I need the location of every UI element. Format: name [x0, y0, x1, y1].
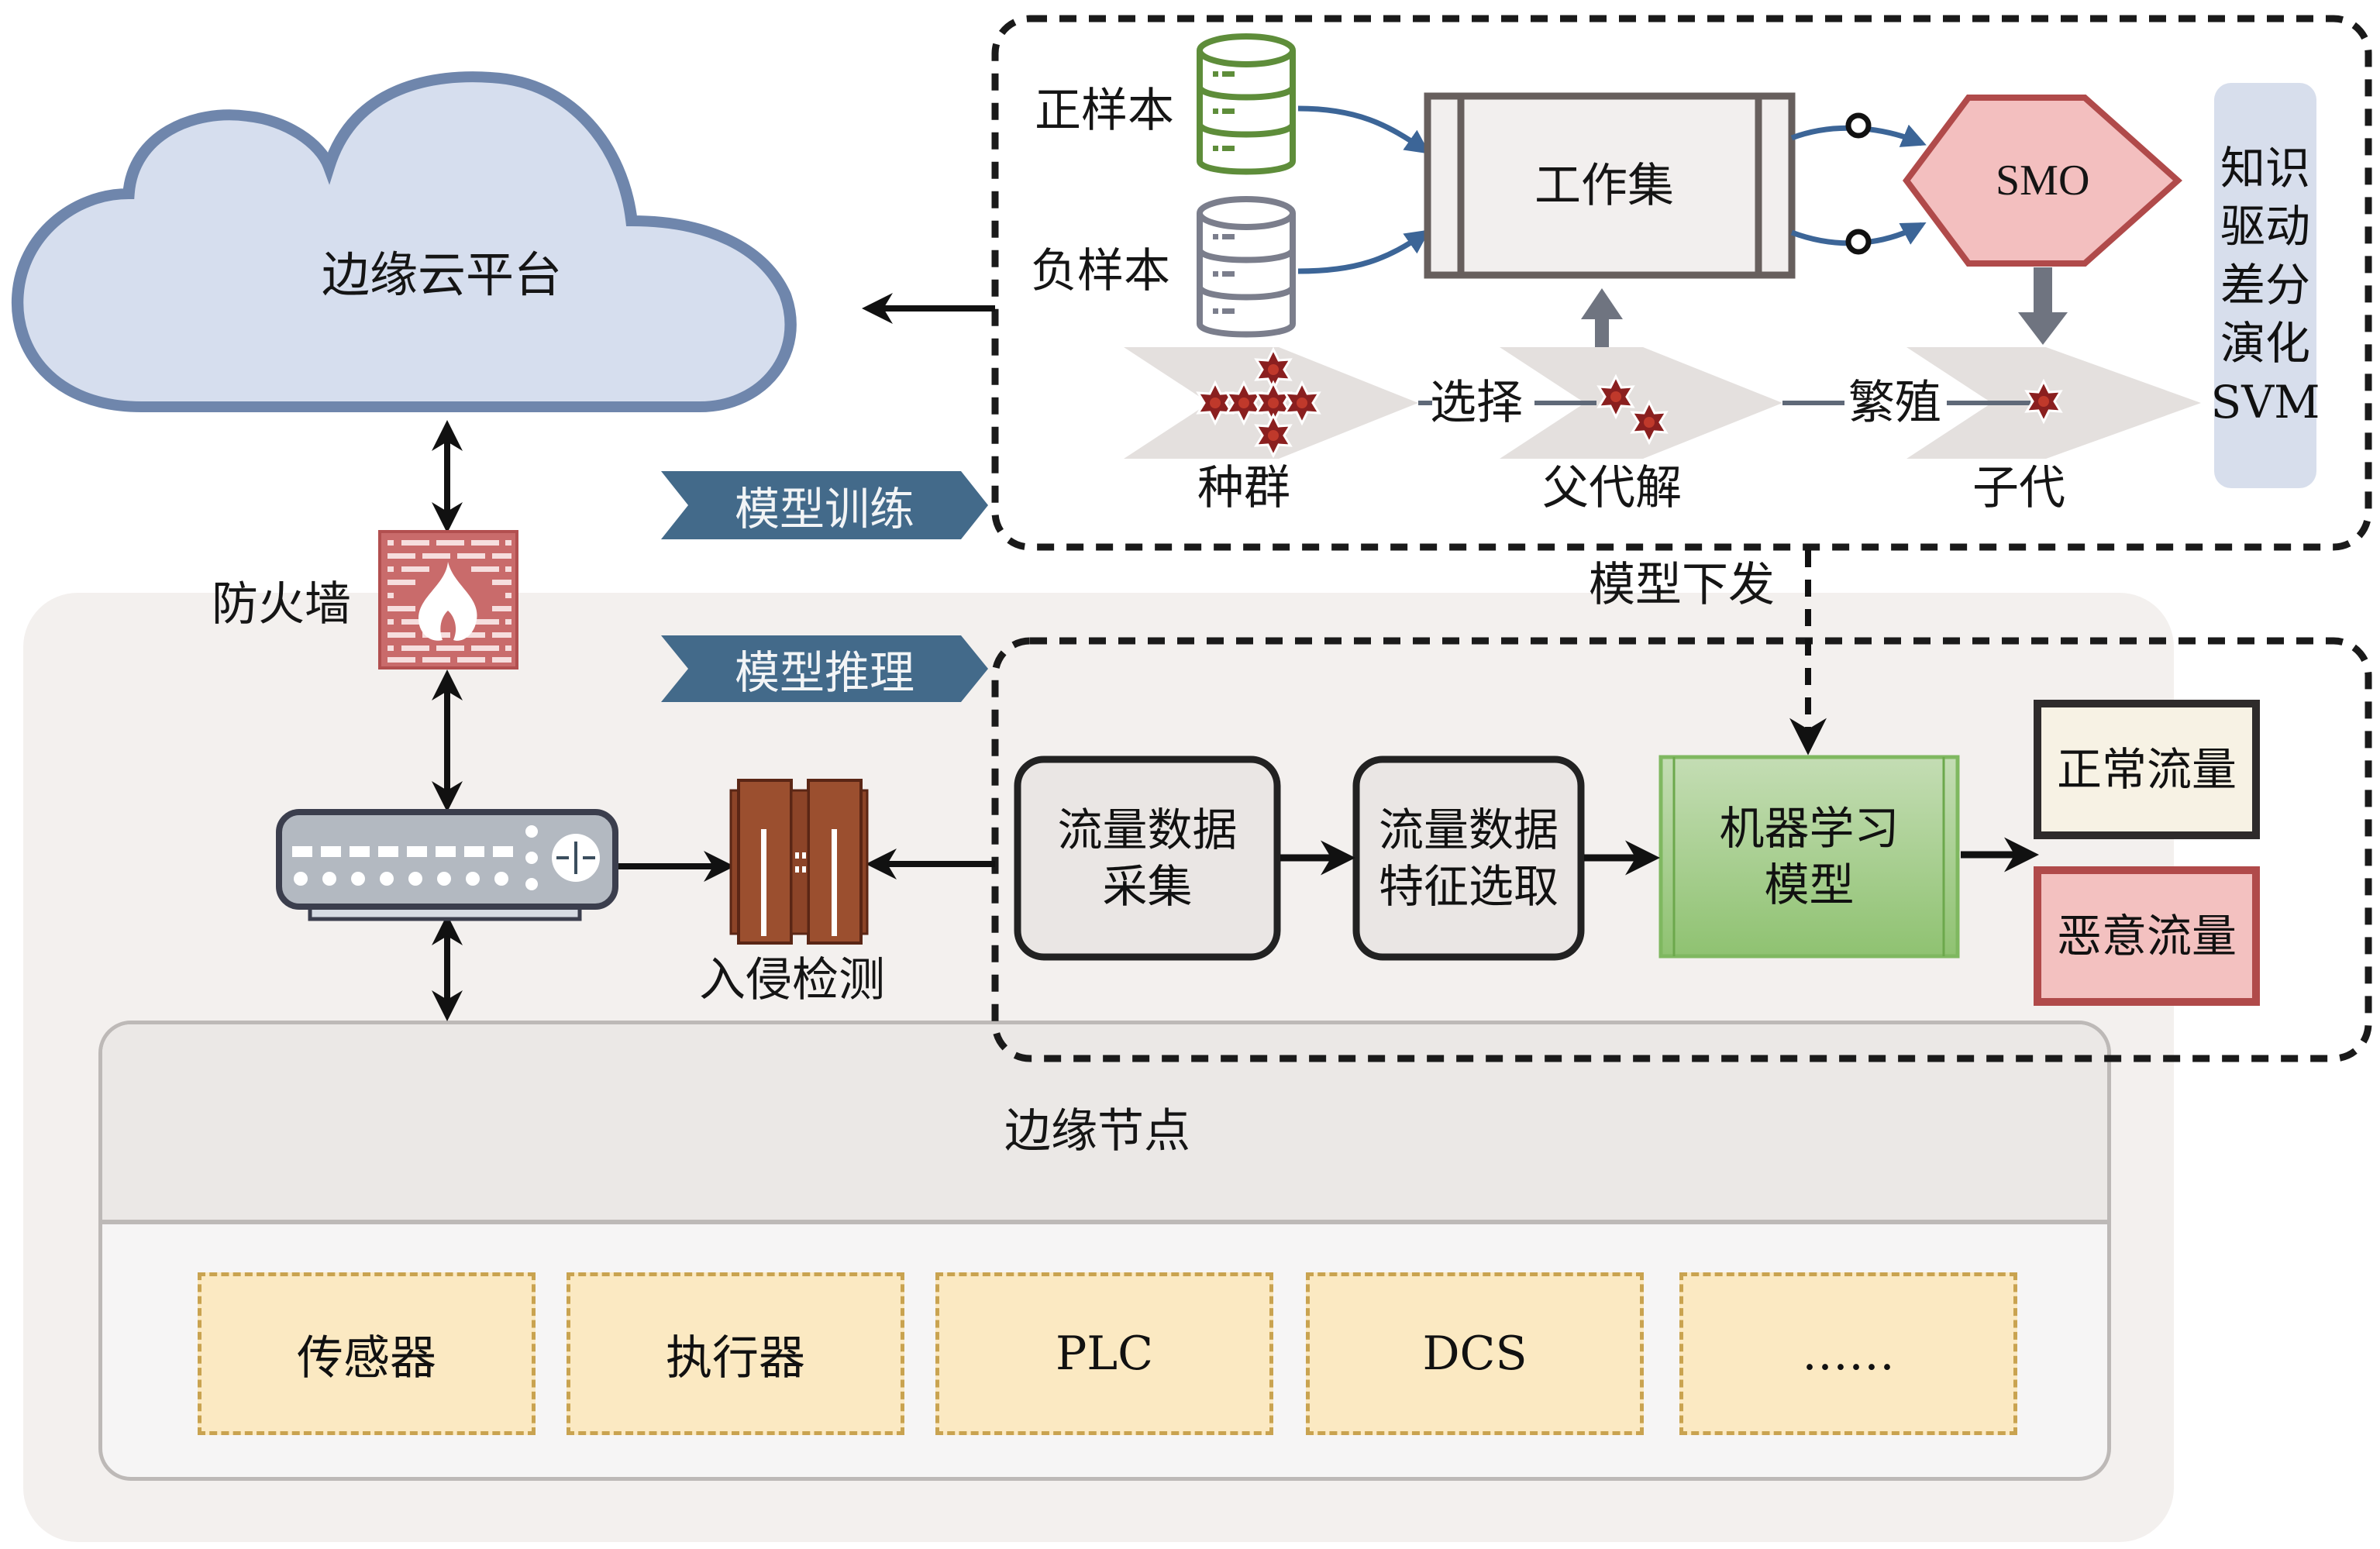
training-dashed-box [991, 15, 2372, 551]
device-label: DCS [1422, 1327, 1528, 1381]
device-label: …… [1802, 1327, 1895, 1381]
smo-to-offspring-arrow [2018, 267, 2068, 345]
box-line: 模型 [1764, 858, 1855, 911]
tag-model-inference[interactable]: 模型推理 [734, 646, 914, 699]
device-actuator[interactable]: 执行器 [567, 1272, 904, 1435]
parents-chevron [1500, 347, 1782, 459]
device-dcs[interactable]: DCS [1306, 1272, 1644, 1435]
device-plc[interactable]: PLC [935, 1272, 1273, 1435]
firewall-icon[interactable] [378, 530, 518, 670]
cloud-label: 边缘云平台 [322, 250, 563, 302]
parents-label: 父代解 [1542, 463, 1682, 514]
smo-label: SMO [1996, 157, 2090, 205]
normal-traffic-box[interactable]: 正常流量 [2037, 704, 2256, 835]
box-line: 特征选取 [1378, 859, 1559, 913]
collect-box-shape [1014, 756, 1281, 961]
ids-label: 入侵检测 [699, 955, 885, 1006]
normal-traffic-box-shape [2034, 700, 2260, 839]
feature-selection-box[interactable]: 流量数据特征选取 [1356, 759, 1581, 957]
connector-circle-icon [1845, 112, 1872, 139]
firewall-label: 防火墙 [212, 579, 351, 630]
positive-samples-label: 正样本 [1035, 85, 1174, 136]
box-line: 机器学习 [1719, 802, 1900, 855]
negative-to-workingset-arrow [1297, 229, 1431, 274]
kd-svm-line: 知识 [2220, 142, 2311, 195]
kd-svm-label-panel: 知识 驱动 差分 演化 SVM [2211, 83, 2320, 488]
inference-dashed-box [991, 637, 2372, 1062]
working-set-label: 工作集 [1534, 160, 1674, 212]
malicious-traffic-box-shape [2034, 866, 2260, 1006]
feature-box-shape [1352, 756, 1585, 961]
connector-circle-icon [1845, 229, 1872, 255]
box-line: 流量数据 [1057, 804, 1238, 856]
box-line: 流量数据 [1378, 804, 1559, 856]
intrusion-detection-icon[interactable] [729, 779, 869, 945]
inference-tag-shape [661, 635, 988, 702]
positive-to-workingset-arrow [1297, 105, 1431, 154]
model-deploy-label: 模型下发 [1589, 559, 1775, 611]
malicious-traffic-label: 恶意流量 [2056, 909, 2237, 962]
negative-samples-label: 负样本 [1031, 246, 1170, 297]
population-label: 种群 [1197, 463, 1290, 514]
working-set-box[interactable] [1424, 92, 1796, 279]
negative-samples-database-icon[interactable] [1197, 196, 1296, 338]
network-switch-icon[interactable] [276, 809, 618, 921]
edge-node-title: 边缘节点 [1004, 1106, 1190, 1157]
device-label: PLC [1055, 1327, 1154, 1381]
kd-svm-line: 演化 [2220, 317, 2311, 370]
box-line: 采集 [1102, 859, 1193, 913]
tag-model-training[interactable]: 模型训练 [734, 483, 914, 535]
positive-samples-database-icon[interactable] [1197, 33, 1296, 175]
device-label: 传感器 [297, 1330, 436, 1385]
kd-svm-line: 差分 [2220, 258, 2311, 312]
ml-model-box-shape [1658, 755, 1960, 959]
traffic-collection-box[interactable]: 流量数据采集 [1018, 759, 1277, 957]
device-label: 执行器 [666, 1330, 805, 1385]
select-label: 选择 [1430, 377, 1523, 429]
device-more[interactable]: …… [1679, 1272, 2017, 1435]
kd-svm-line: 驱动 [2220, 200, 2311, 253]
offspring-label: 子代 [1972, 463, 2065, 514]
device-sensor[interactable]: 传感器 [198, 1272, 536, 1435]
malicious-traffic-box[interactable]: 恶意流量 [2037, 870, 2256, 1002]
reproduce-label: 繁殖 [1848, 377, 1941, 429]
normal-traffic-label: 正常流量 [2056, 742, 2237, 796]
ml-model-box[interactable]: 机器学习模型 [1661, 757, 1958, 956]
smo-hexagon[interactable] [1903, 95, 2183, 267]
cloud-shape[interactable] [11, 71, 797, 412]
kd-svm-line: SVM [2210, 375, 2320, 429]
training-tag-shape [661, 471, 988, 539]
